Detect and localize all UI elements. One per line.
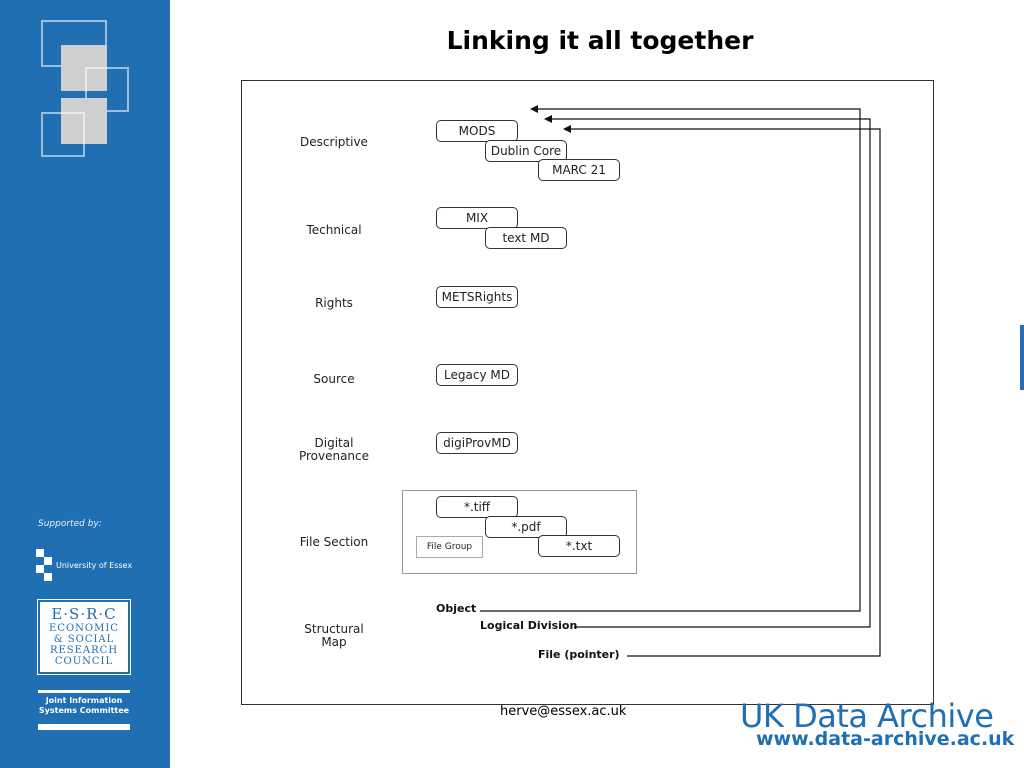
category-digital-provenance: Digital Provenance bbox=[269, 437, 399, 463]
essex-block-icon bbox=[44, 557, 52, 565]
category-file-section: File Section bbox=[299, 535, 369, 549]
mix-box: MIX bbox=[436, 207, 518, 229]
right-edge-strip bbox=[1020, 325, 1024, 390]
jisc-bar bbox=[38, 724, 130, 730]
essex-block-icon bbox=[36, 565, 44, 573]
category-rights: Rights bbox=[315, 296, 353, 310]
esrc-line: RESEARCH bbox=[49, 645, 119, 656]
diagram-frame bbox=[241, 80, 934, 705]
category-structural-line-2: Map bbox=[321, 635, 347, 649]
jisc-line-2: Systems Committee bbox=[38, 706, 130, 715]
esrc-line: COUNCIL bbox=[54, 656, 114, 667]
uk-data-archive-logo-text: UK Data Archive bbox=[740, 697, 994, 735]
slide-title: Linking it all together bbox=[446, 26, 754, 55]
legacy-md-box: Legacy MD bbox=[436, 364, 518, 386]
metsrights-box: METSRights bbox=[436, 286, 518, 308]
mods-box: MODS bbox=[436, 120, 518, 142]
object-label: Object bbox=[436, 602, 477, 615]
essex-block-icon bbox=[36, 549, 44, 557]
university-name: University of Essex bbox=[56, 561, 133, 570]
category-digital-line-1: Digital bbox=[314, 436, 354, 450]
supported-by-label: Supported by: bbox=[38, 519, 102, 529]
jisc-line-1: Joint Information bbox=[45, 696, 123, 705]
esrc-line: & SOCIAL bbox=[53, 634, 115, 645]
esrc-line: ECONOMIC bbox=[49, 623, 119, 634]
text-md-box: text MD bbox=[485, 227, 567, 249]
sidebar: Supported by: University of Essex E·S·R·… bbox=[0, 0, 170, 768]
pdf-file-box: *.pdf bbox=[485, 516, 567, 538]
category-structural-map: Structural Map bbox=[269, 623, 399, 649]
category-digital-line-2: Provenance bbox=[298, 449, 370, 463]
txt-file-box: *.txt bbox=[538, 535, 620, 557]
file-pointer-link-arrow bbox=[563, 125, 881, 657]
university-of-essex-logo: University of Essex bbox=[36, 549, 146, 581]
logical-division-link-arrow bbox=[544, 115, 871, 628]
dublin-core-box: Dublin Core bbox=[485, 140, 567, 162]
tiff-file-box: *.tiff bbox=[436, 496, 518, 518]
essex-block-icon bbox=[44, 573, 52, 581]
category-structural-line-1: Structural bbox=[304, 622, 364, 636]
logical-division-label: Logical Division bbox=[480, 619, 578, 632]
digiprovmd-box: digiProvMD bbox=[436, 432, 518, 454]
esrc-logo: E·S·R·C ECONOMIC & SOCIAL RESEARCH COUNC… bbox=[38, 600, 130, 674]
category-source: Source bbox=[313, 372, 355, 386]
contact-email: herve@essex.ac.uk bbox=[500, 704, 627, 719]
marc21-box: MARC 21 bbox=[538, 159, 620, 181]
logo-square-outline-3 bbox=[41, 112, 85, 157]
uk-data-archive-url: www.data-archive.ac.uk bbox=[756, 728, 1015, 750]
jisc-text: Joint Information Systems Committee bbox=[38, 696, 130, 716]
logo-square-outline-2 bbox=[85, 67, 129, 112]
file-group-box: File Group bbox=[416, 536, 483, 558]
jisc-bar bbox=[38, 690, 130, 693]
esrc-abbr: E·S·R·C bbox=[51, 605, 117, 623]
object-link-arrow bbox=[480, 105, 861, 612]
category-technical: Technical bbox=[306, 223, 362, 237]
jisc-logo: Joint Information Systems Committee bbox=[38, 690, 130, 730]
category-descriptive: Descriptive bbox=[300, 135, 368, 149]
file-pointer-label: File (pointer) bbox=[538, 648, 620, 661]
